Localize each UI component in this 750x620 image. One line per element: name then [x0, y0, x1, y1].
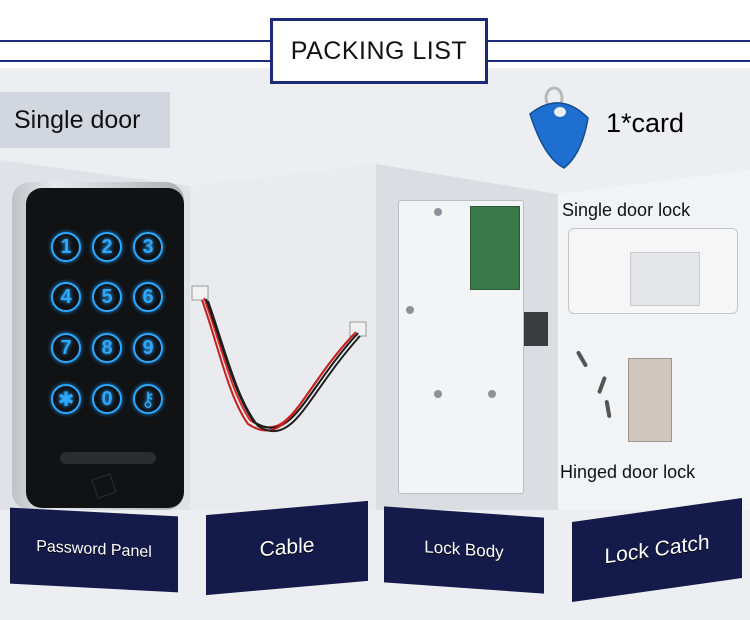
page-title: PACKING LIST — [290, 36, 468, 65]
single-door-label: Single door — [0, 92, 170, 148]
key-1: 1 — [51, 232, 81, 262]
header-rule-top-right — [488, 40, 750, 42]
key-0: 0 — [92, 384, 122, 414]
circuit-board — [470, 206, 520, 290]
card-reader-slot — [60, 452, 156, 464]
key-icon: ⚷ — [133, 384, 163, 414]
rfid-card-icon — [529, 86, 589, 169]
screw-icon — [488, 390, 496, 398]
screw-icon — [434, 208, 442, 216]
screw-icon — [406, 306, 414, 314]
key-8: 8 — [92, 333, 122, 363]
header-rule-top-left — [0, 40, 270, 42]
lock-bolt — [524, 312, 548, 346]
key-6: 6 — [133, 282, 163, 312]
catch-recess — [630, 252, 700, 306]
password-panel-label: Password Panel — [10, 507, 178, 593]
screw-icon — [434, 390, 442, 398]
single-door-text: Single door — [14, 105, 141, 134]
lock-body-label: Lock Body — [384, 506, 544, 594]
header-rule-bottom-right — [488, 60, 750, 62]
single-door-lock-caption: Single door lock — [562, 200, 691, 220]
key-4: 4 — [51, 282, 81, 312]
key-7: 7 — [51, 333, 81, 363]
cable-image — [191, 285, 367, 433]
key-3: 3 — [133, 232, 163, 262]
hinged-catch-plate — [628, 358, 672, 442]
packing-list-header: PACKING LIST — [270, 18, 488, 84]
key-5: 5 — [92, 282, 122, 312]
cable-label: Cable — [206, 500, 368, 596]
key-2: 2 — [92, 232, 122, 262]
card-count-label: 1*card — [606, 108, 685, 138]
cable-text: Cable — [259, 533, 315, 562]
header-rule-bottom-left — [0, 60, 270, 62]
hinged-door-lock-caption: Hinged door lock — [560, 462, 696, 482]
key-9: 9 — [133, 333, 163, 363]
key-star: ✱ — [51, 384, 81, 414]
password-panel-text: Password Panel — [36, 537, 152, 562]
lock-body-text: Lock Body — [424, 537, 504, 562]
lock-catch-text: Lock Catch — [604, 530, 710, 569]
